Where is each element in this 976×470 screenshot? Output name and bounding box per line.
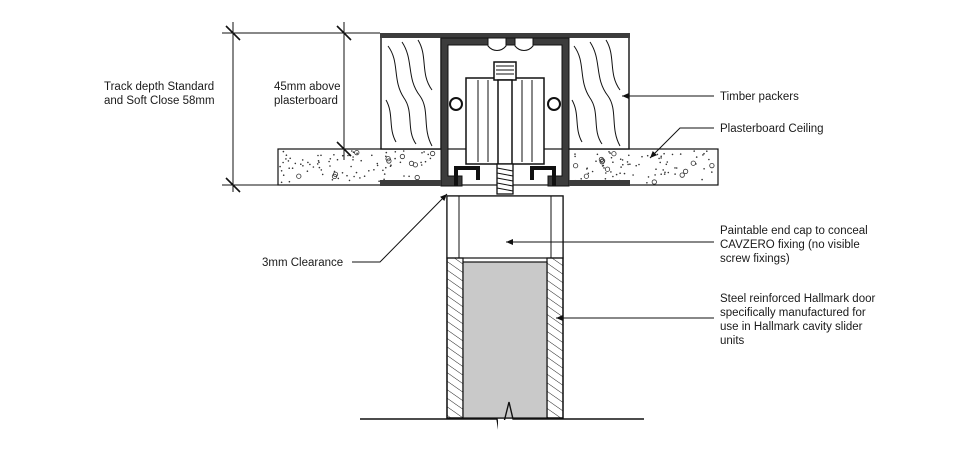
break-line — [360, 401, 644, 450]
leader-clearance — [352, 193, 448, 263]
paintable-end-cap — [446, 195, 564, 259]
threaded-bolt — [496, 163, 514, 195]
label-timber-packers: Timber packers — [720, 91, 799, 103]
label-door-1: Steel reinforced Hallmark door — [720, 293, 875, 305]
label-track-depth-1: Track depth Standard — [104, 81, 214, 93]
label-above-plaster-1: 45mm above — [274, 81, 340, 93]
label-clearance: 3mm Clearance — [262, 257, 343, 269]
aluminium-track — [380, 37, 630, 187]
label-above-plaster-2: plasterboard — [274, 95, 338, 107]
label-door-3: use in Hallmark cavity slider — [720, 321, 863, 333]
label-door-2: specifically manufactured for — [720, 307, 866, 319]
dimension-track-depth — [222, 22, 380, 193]
label-end-cap-3: screw fixings) — [720, 253, 790, 265]
timber-packer-right — [566, 36, 630, 150]
label-track-depth-2: and Soft Close 58mm — [104, 95, 215, 107]
label-door-4: units — [720, 335, 745, 347]
dimension-above-plasterboard — [336, 22, 352, 160]
roller-carriage — [465, 61, 545, 165]
label-end-cap-2: CAVZERO fixing (no visible — [720, 239, 860, 251]
door-core — [462, 261, 548, 419]
label-end-cap-1: Paintable end cap to conceal — [720, 225, 868, 237]
label-plasterboard-ceiling: Plasterboard Ceiling — [720, 123, 824, 135]
timber-packer-left — [380, 36, 442, 150]
top-fixing-plate — [380, 33, 630, 38]
door-leaf — [446, 195, 564, 419]
leader-plasterboard — [649, 127, 714, 159]
